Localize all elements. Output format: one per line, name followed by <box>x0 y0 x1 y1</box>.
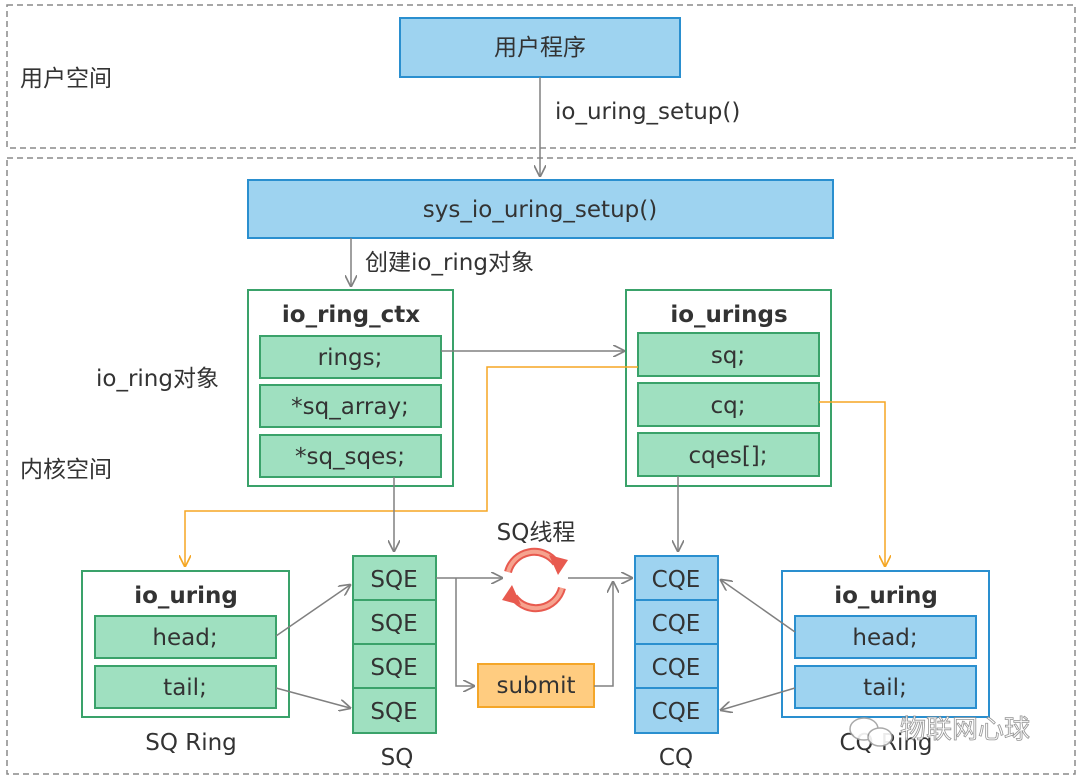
cq-head-arrow <box>721 580 796 633</box>
sq-ring-field-label: tail; <box>163 675 207 701</box>
io-ring-ctx-field-label: *sq_array; <box>291 394 409 420</box>
user-space-region <box>6 4 1076 149</box>
sq-caption: SQ <box>381 745 414 771</box>
cq-ring-field-label: tail; <box>863 675 907 701</box>
sys-io-uring-setup-box <box>247 179 834 239</box>
user-space-label: 用户空间 <box>20 66 112 92</box>
watermark: 物联网心球 <box>849 715 1030 747</box>
kernel-space-label: 内核空间 <box>20 457 112 483</box>
cqe-entry: CQE <box>652 567 701 593</box>
io-urings-field-label: cqes[]; <box>688 443 767 469</box>
submit-box <box>477 663 595 708</box>
io-ring-ctx-field-sq-sqes <box>259 434 442 478</box>
sq-ring-caption: SQ Ring <box>145 730 237 756</box>
io-ring-ctx-title: io_ring_ctx <box>282 302 420 328</box>
chat-bubble-icon <box>849 717 893 747</box>
sq-to-submit-line <box>455 578 474 686</box>
cq-ring-field-head <box>794 615 977 659</box>
cq-ring-field-tail <box>794 665 977 709</box>
user-program-label: 用户程序 <box>494 35 586 61</box>
cq-ring-title: io_uring <box>834 583 938 609</box>
io-ring-ctx-field-label: rings; <box>318 345 383 371</box>
io-ring-ctx-field-sq-array <box>259 384 442 428</box>
io-ring-ctx-field-label: *sq_sqes; <box>295 444 405 470</box>
user-program-box <box>399 17 681 78</box>
io-ring-object-label: io_ring对象 <box>96 366 219 392</box>
io-uring-setup-call-label: io_uring_setup() <box>555 99 740 125</box>
sys-io-uring-setup-label: sys_io_uring_setup() <box>423 197 657 223</box>
cqe-entry: CQE <box>652 655 701 681</box>
sq-thread-cycle-icon <box>502 547 568 613</box>
kernel-space-region <box>6 157 1076 775</box>
io-urings-field-cq <box>637 382 820 427</box>
cq-caption: CQ <box>659 745 693 771</box>
cq-tail-arrow <box>721 687 796 710</box>
cqe-entry: CQE <box>652 699 701 725</box>
create-label: 创建io_ring对象 <box>365 250 534 276</box>
cq-to-cq-ring-line <box>819 401 885 566</box>
sqe-entry: SQE <box>370 567 417 593</box>
sq-tail-arrow <box>275 687 350 708</box>
cq-ring-field-label: head; <box>852 625 917 651</box>
io-urings-field-label: sq; <box>711 343 745 369</box>
submit-label: submit <box>497 673 576 699</box>
watermark-label: 物联网心球 <box>900 715 1030 745</box>
cqe-entry: CQE <box>652 611 701 637</box>
sq-ring-field-tail <box>94 665 277 709</box>
io-ring-ctx-field-rings <box>259 335 442 379</box>
io-urings-title: io_urings <box>670 302 787 328</box>
sq-ring-title: io_uring <box>134 583 238 609</box>
sqe-entry: SQE <box>370 699 417 725</box>
submit-to-cq-line <box>594 582 613 687</box>
sqe-entry: SQE <box>370 611 417 637</box>
io-urings-field-cqes <box>637 432 820 477</box>
io-urings-field-label: cq; <box>711 393 746 419</box>
sq-ring-field-head <box>94 615 277 659</box>
sq-head-arrow <box>275 585 350 637</box>
sq-thread-label: SQ线程 <box>497 520 576 546</box>
io-urings-field-sq <box>637 332 820 377</box>
sq-ring-field-label: head; <box>152 625 217 651</box>
sqe-entry: SQE <box>370 655 417 681</box>
sq-to-sq-ring-line <box>185 366 638 566</box>
